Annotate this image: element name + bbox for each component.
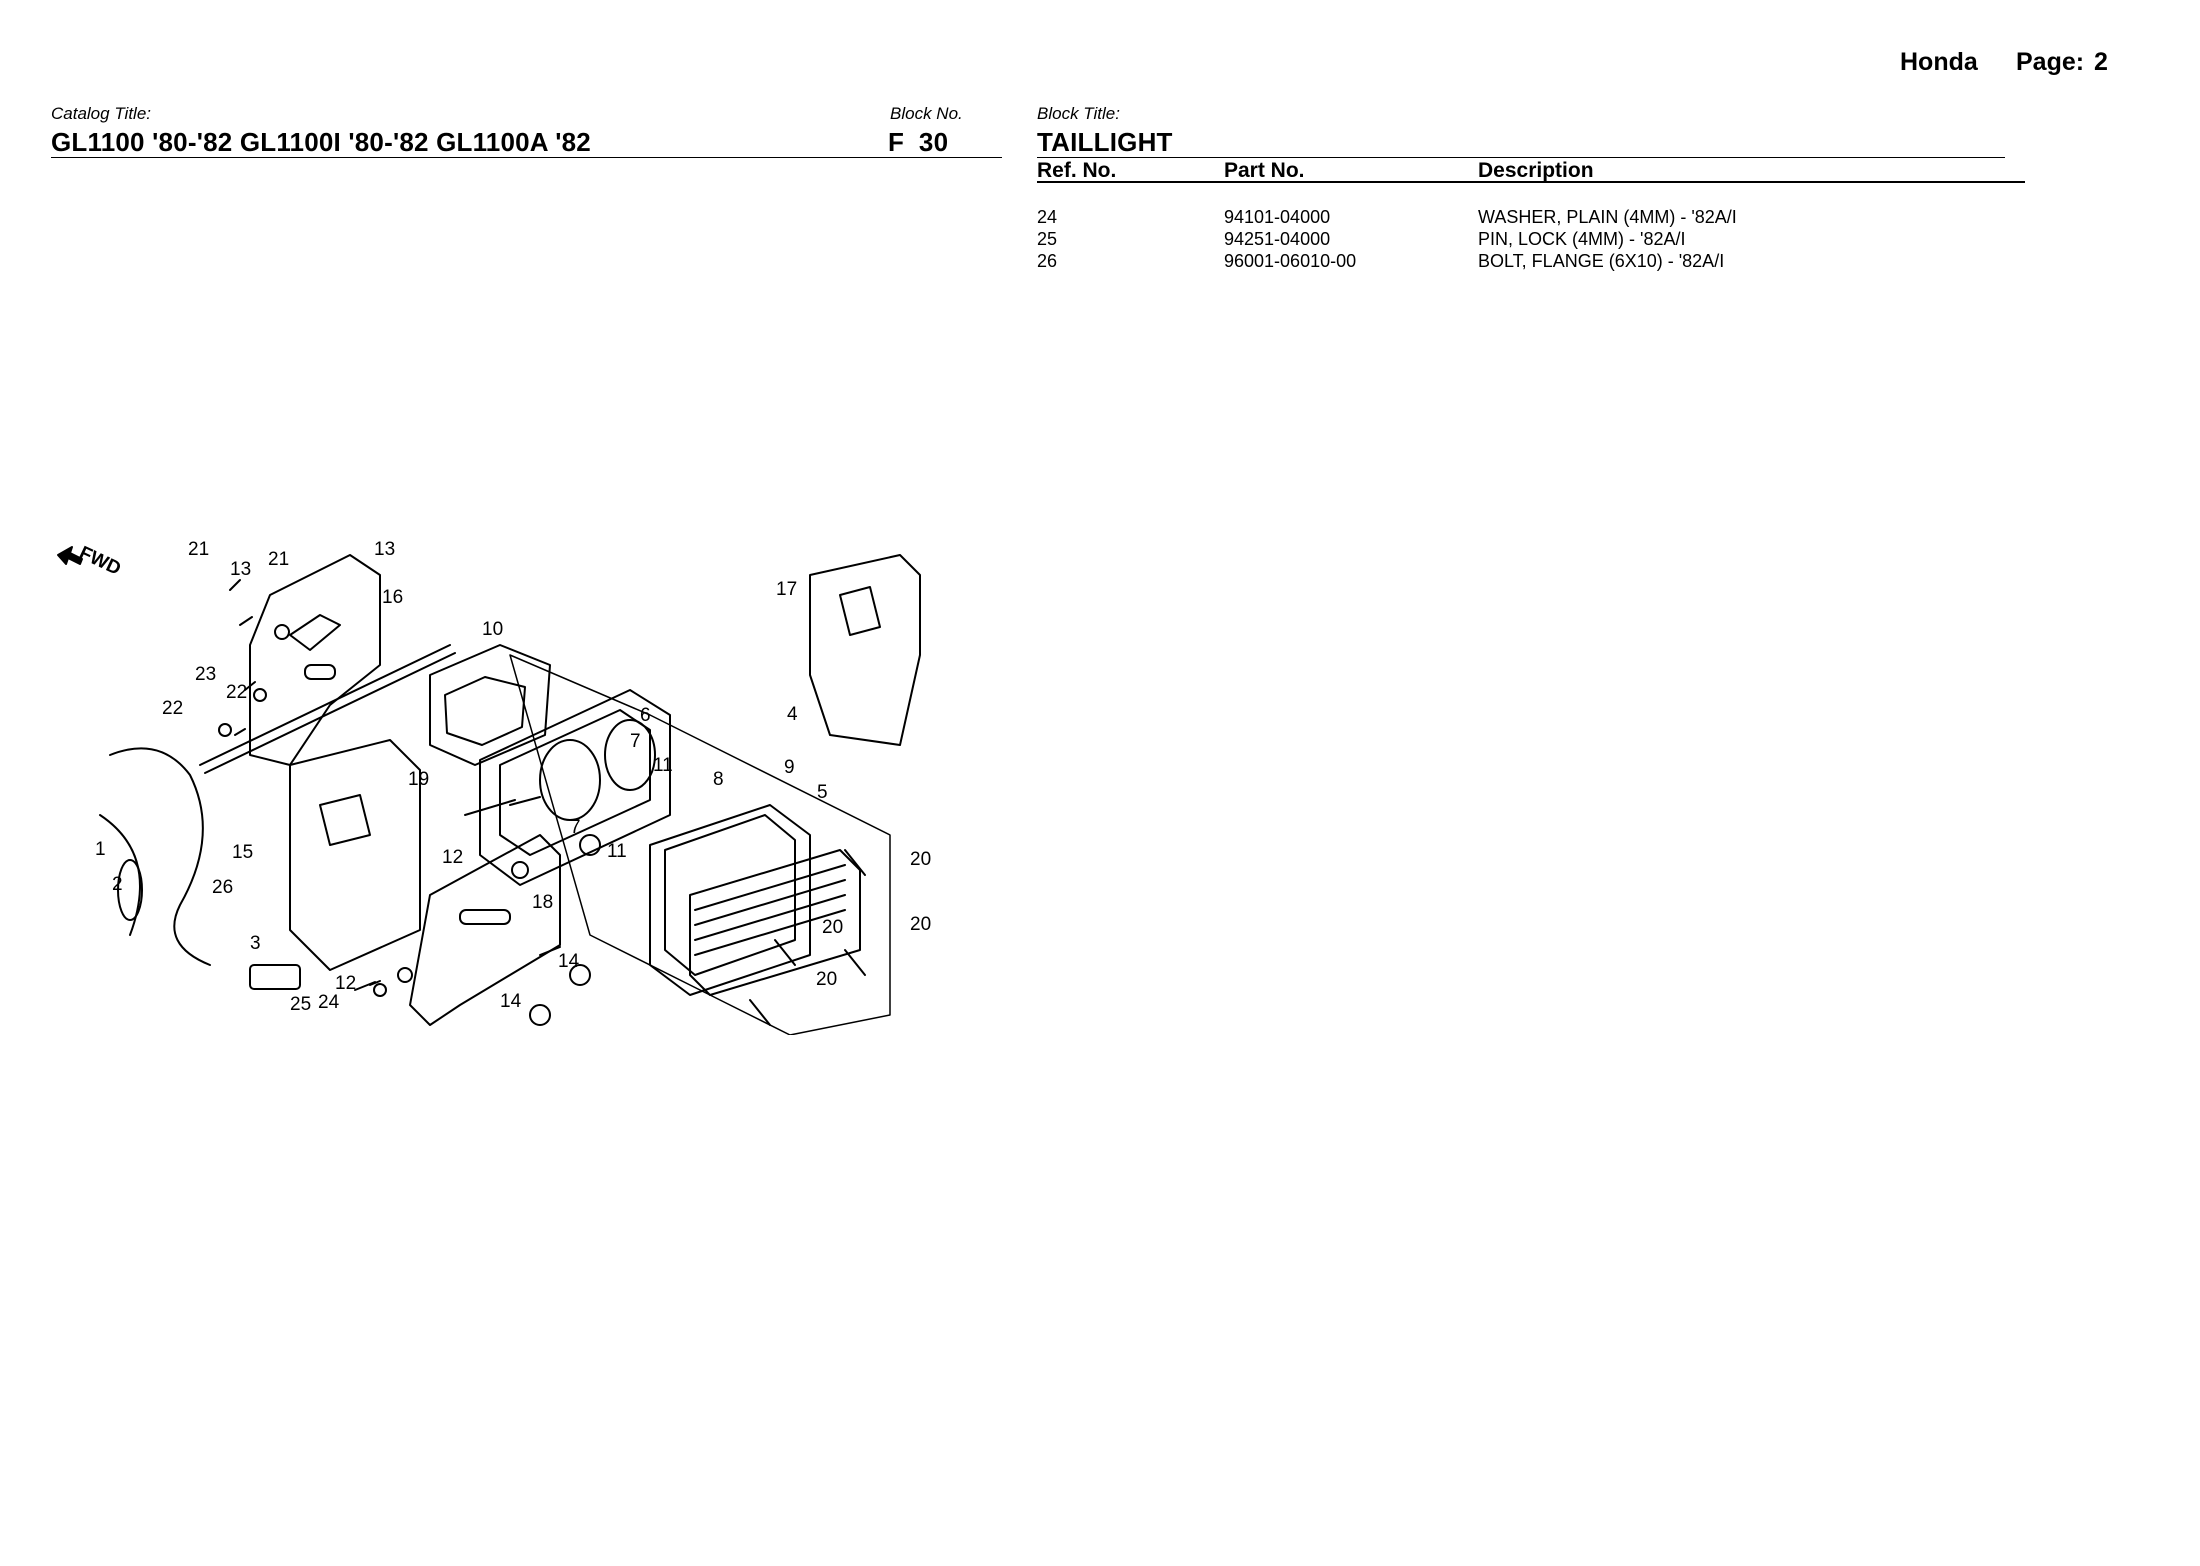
header-divider-left	[51, 157, 1002, 158]
callout-7: 7	[570, 817, 581, 838]
callout-24: 24	[318, 992, 340, 1013]
description-cell: BOLT, FLANGE (6X10) - '82A/I	[1478, 251, 1725, 271]
exploded-parts-diagram: FWD 1 2 3 4 5 6 7 7 8 9 10 11 11 12 12 1…	[57, 539, 931, 1035]
callout-22: 22	[162, 698, 183, 719]
ref-no-cell: 24	[1037, 207, 1058, 227]
callout-19: 19	[408, 769, 429, 790]
callout-12: 12	[335, 973, 356, 994]
callout-21: 21	[268, 549, 289, 570]
block-no-label: Block No.	[890, 104, 963, 123]
callout-17: 17	[776, 579, 797, 600]
callout-20: 20	[910, 849, 931, 870]
callout-22: 22	[226, 682, 247, 703]
callout-20: 20	[910, 914, 931, 935]
callout-13: 13	[230, 559, 251, 580]
column-header-part-no: Part No.	[1224, 159, 1305, 182]
part-no-cell: 96001-06010-00	[1224, 251, 1357, 271]
ref-no-cell: 26	[1037, 251, 1058, 271]
page-label: Page:	[2016, 48, 2085, 76]
table-row: 25 94251-04000 PIN, LOCK (4MM) - '82A/I	[1037, 229, 2027, 251]
column-header-description: Description	[1478, 159, 1594, 182]
callout-13: 13	[374, 539, 395, 560]
callout-10: 10	[482, 619, 503, 640]
table-row: 24 94101-04000 WASHER, PLAIN (4MM) - '82…	[1037, 207, 2027, 229]
brand-name: Honda	[1900, 48, 1978, 76]
callout-8: 8	[713, 769, 724, 790]
description-cell: PIN, LOCK (4MM) - '82A/I	[1478, 229, 1686, 249]
callout-23: 23	[195, 664, 216, 685]
catalog-title: GL1100 '80-'82 GL1100I '80-'82 GL1100A '…	[51, 127, 591, 157]
description-cell: WASHER, PLAIN (4MM) - '82A/I	[1478, 207, 1737, 227]
parts-table-body: 24 94101-04000 WASHER, PLAIN (4MM) - '82…	[1037, 207, 2027, 273]
block-title-label: Block Title:	[1037, 104, 1120, 123]
callout-9: 9	[784, 757, 795, 778]
callout-12: 12	[442, 847, 463, 868]
ref-no-cell: 25	[1037, 229, 1058, 249]
callout-16: 16	[382, 587, 403, 608]
block-title: TAILLIGHT	[1037, 127, 1173, 157]
page-number: 2	[2094, 48, 2108, 76]
callout-20: 20	[822, 917, 843, 938]
callout-14: 14	[500, 991, 522, 1012]
callout-14: 14	[558, 951, 580, 972]
fwd-arrow-icon	[57, 546, 83, 565]
callout-1: 1	[95, 839, 106, 860]
callout-6: 6	[640, 705, 651, 726]
callout-7: 7	[630, 731, 641, 752]
table-row: 26 96001-06010-00 BOLT, FLANGE (6X10) - …	[1037, 251, 2027, 273]
callout-21: 21	[188, 539, 209, 560]
table-header-divider	[1037, 181, 2025, 183]
part-no-cell: 94101-04000	[1224, 207, 1331, 227]
callout-18: 18	[532, 892, 553, 913]
callout-2: 2	[112, 874, 123, 895]
callout-5: 5	[817, 782, 828, 803]
block-no-value: F 30	[888, 127, 949, 157]
header-divider-right	[1037, 157, 2005, 158]
callout-15: 15	[232, 842, 253, 863]
callout-26: 26	[212, 877, 233, 898]
callout-4: 4	[787, 704, 798, 725]
callout-3: 3	[250, 933, 261, 954]
column-header-ref-no: Ref. No.	[1037, 159, 1117, 182]
callout-25: 25	[290, 994, 311, 1015]
callout-20: 20	[816, 969, 837, 990]
part-no-cell: 94251-04000	[1224, 229, 1331, 249]
fwd-label: FWD	[76, 542, 124, 579]
callout-11: 11	[607, 841, 627, 862]
callout-11: 11	[653, 755, 673, 776]
catalog-title-label: Catalog Title:	[51, 104, 152, 123]
